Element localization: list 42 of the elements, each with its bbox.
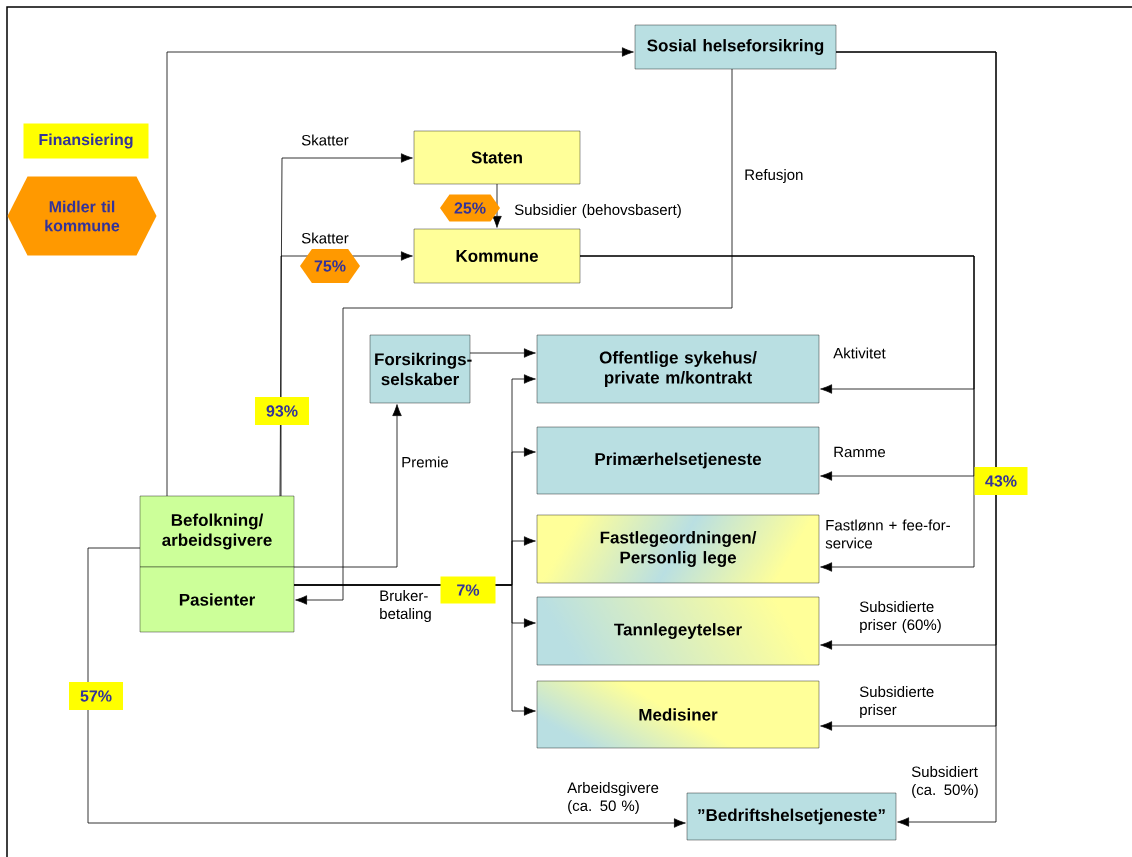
box: Sosial helseforsikring: [634, 24, 837, 70]
percent-badge: 7%: [440, 576, 496, 604]
box: Primærhelsetjeneste: [536, 426, 820, 495]
legend-label: Finansiering: [39, 133, 133, 149]
edge-label: Premie: [402, 456, 449, 468]
edge-label: Bruker- betaling: [380, 590, 431, 622]
arrow: [279, 153, 413, 497]
edge-label: Arbeidsgivere (ca. 50 %): [567, 782, 659, 814]
edge-label: Aktivitet: [833, 347, 886, 359]
edge-label: Ramme: [834, 446, 886, 458]
edge-label: Skatter: [301, 232, 349, 244]
arrow: [166, 47, 634, 497]
arrow: [293, 404, 402, 568]
arrow: [579, 255, 975, 572]
box: Kommune: [413, 228, 581, 284]
box: Befolkning/ arbeidsgivere: [139, 495, 295, 568]
box: Offentlige sykehus/ private m/kontrakt: [536, 334, 820, 404]
arrow: [469, 348, 536, 358]
box: Staten: [413, 130, 581, 185]
arrow: [295, 68, 733, 605]
legend-label: Midler til kommune: [45, 200, 120, 232]
percent-badge: 43%: [974, 467, 1028, 495]
edge-label: Refusjon: [745, 169, 803, 183]
percent-badge: 93%: [255, 397, 309, 425]
edge-label: Subsidier (behovsbasert): [514, 204, 681, 218]
box: ”Bedriftshelsetjeneste”: [686, 792, 897, 841]
edge-label: Subsidiert (ca. 50%): [911, 766, 978, 798]
edge-label: Subsidierte priser: [859, 686, 934, 718]
percent-badge: 25%: [440, 194, 500, 222]
box: Fastlegeordningen/ Personlig lege: [536, 514, 820, 584]
edge-label: Fastlønn + fee-for-service: [825, 519, 950, 549]
box: Tannlegeytelser: [536, 596, 820, 666]
percent-badge: 57%: [69, 682, 123, 710]
box: Forsikrings- selskaber: [369, 334, 472, 404]
edge-label: Subsidierte priser (60%): [859, 601, 941, 633]
arrow: [87, 547, 686, 828]
box: Pasienter: [139, 566, 295, 633]
box: Medisiner: [536, 680, 820, 749]
percent-badge: 75%: [300, 249, 360, 283]
edge-label: Skatter: [301, 134, 349, 146]
arrow: [492, 183, 502, 228]
arrow: [835, 51, 997, 827]
